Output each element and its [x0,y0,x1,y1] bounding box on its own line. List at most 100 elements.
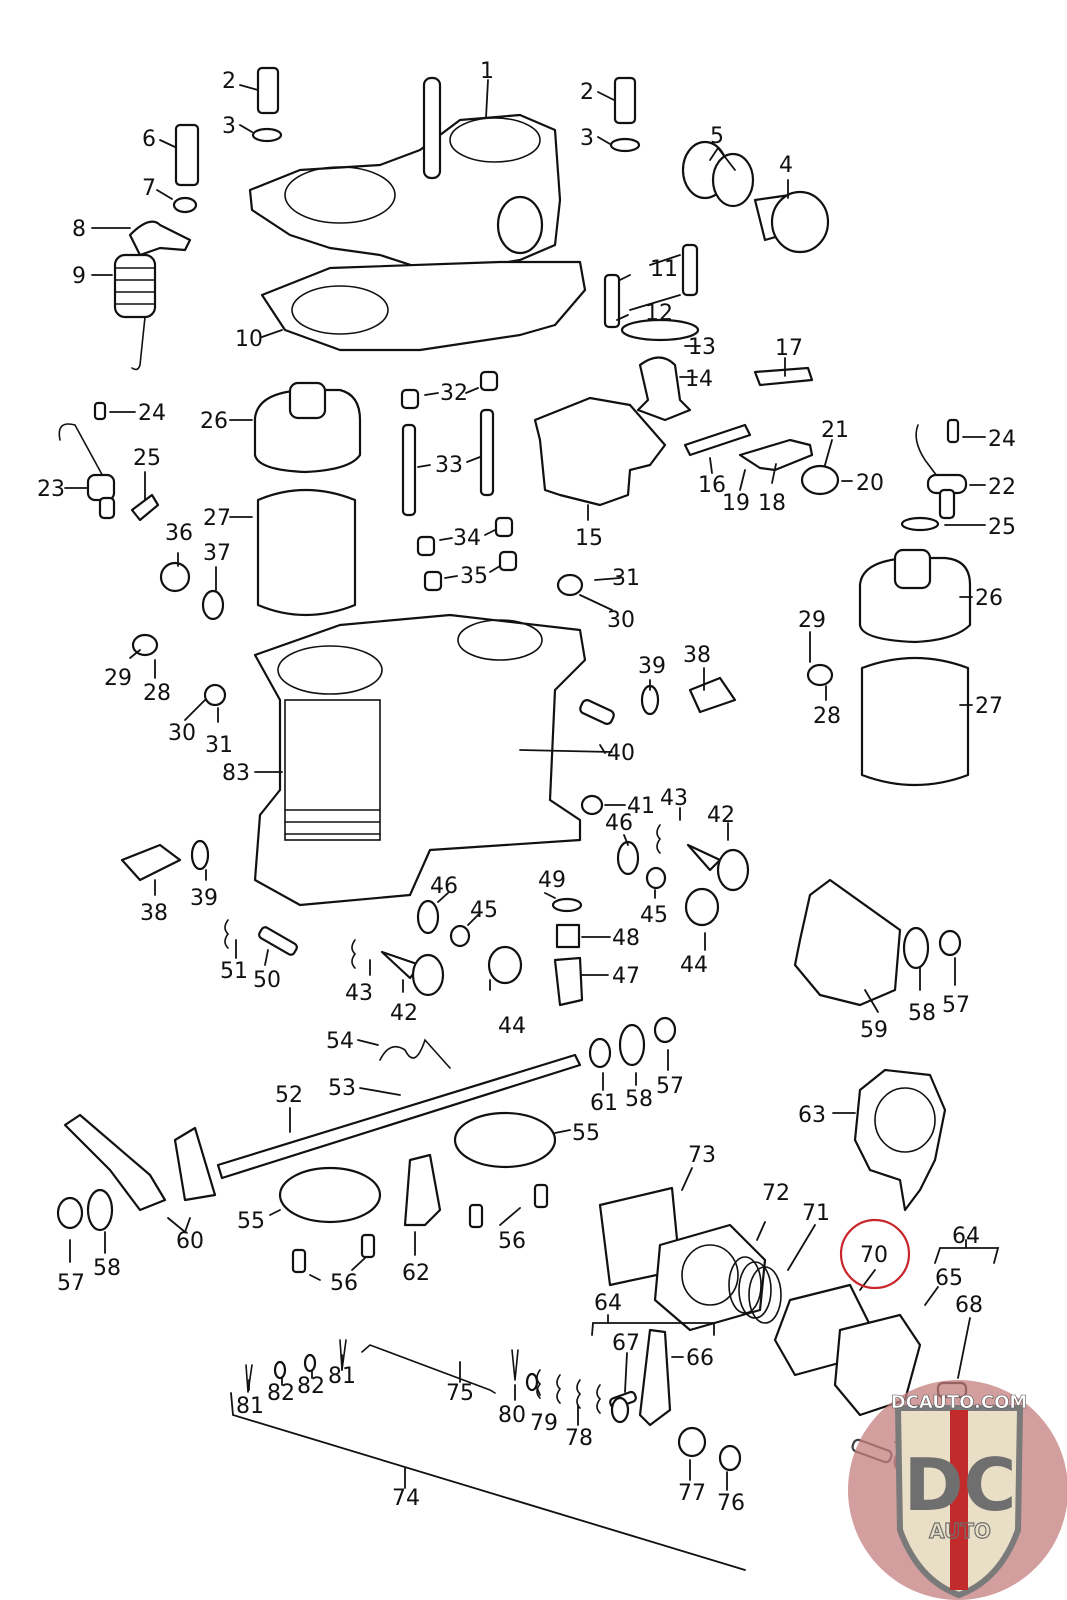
callout-label: 29 [104,666,132,691]
highlight-circle [839,1218,911,1290]
callout-label: 40 [607,741,635,766]
callout-label: 3 [222,114,236,139]
callout-label: 55 [572,1121,600,1146]
callout-label: 82 [267,1381,295,1406]
callout-label: 55 [237,1209,265,1234]
callout-label: 64 [952,1224,980,1249]
part-screw [256,66,280,115]
callout-label: 10 [235,327,263,352]
watermark-subtitle: AUTO [929,1519,991,1543]
callout-label: 9 [72,264,86,289]
callout-label: 57 [942,993,970,1018]
callout-label: 1 [480,59,494,84]
callout-label: 25 [133,446,161,471]
callout-label: 30 [168,721,196,746]
callout-label: 27 [975,694,1003,719]
callout-label: 68 [955,1293,983,1318]
callout-label: 46 [605,811,633,836]
callout-label: 81 [328,1364,356,1389]
callout-label: 37 [203,541,231,566]
callout-label: 53 [328,1076,356,1101]
callout-label: 24 [138,401,166,426]
callout-label: 13 [688,335,716,360]
callout-label: 81 [236,1394,264,1419]
callout-label: 28 [813,704,841,729]
callout-label: 31 [612,566,640,591]
callout-label: 50 [253,968,281,993]
callout-label: 58 [93,1256,121,1281]
callout-label: 28 [143,681,171,706]
callout-label: 12 [645,301,673,326]
callout-label: 39 [638,654,666,679]
callout-label: 6 [142,127,156,152]
callout-label: 47 [612,964,640,989]
callout-label: 7 [142,176,156,201]
callout-label: 64 [594,1291,622,1316]
callout-label: 2 [580,80,594,105]
callout-label: 49 [538,868,566,893]
callout-label: 30 [607,608,635,633]
callout-label: 54 [326,1029,354,1054]
callout-label: 65 [935,1266,963,1291]
callout-label: 83 [222,761,250,786]
callout-label: 60 [176,1229,204,1254]
callout-label: 76 [717,1491,745,1516]
callout-label: 63 [798,1103,826,1128]
part-shaft [216,1053,582,1180]
callout-label: 57 [57,1271,85,1296]
callout-label: 8 [72,217,86,242]
callout-label: 41 [627,794,655,819]
callout-label: 36 [165,521,193,546]
part-spring [113,253,157,371]
callout-label: 43 [345,981,373,1006]
part-gasket [260,260,587,352]
callout-label: 78 [565,1426,593,1451]
part-main-body [253,613,587,907]
callout-label: 19 [722,491,750,516]
callout-label: 44 [498,1014,526,1039]
callout-label: 14 [685,367,713,392]
callout-label: 66 [686,1346,714,1371]
callout-label: 46 [430,874,458,899]
callout-label: 3 [580,126,594,151]
callout-label: 17 [775,336,803,361]
callout-label: 38 [683,643,711,668]
callout-label: 32 [440,381,468,406]
callout-label: 21 [821,418,849,443]
callout-label: 43 [660,786,688,811]
callout-label: 31 [205,733,233,758]
callout-label: 22 [988,475,1016,500]
callout-label: 18 [758,491,786,516]
callout-label: 26 [975,586,1003,611]
callout-label: 71 [802,1201,830,1226]
callout-label: 52 [275,1083,303,1108]
callout-label: 45 [640,903,668,928]
callout-label: 62 [402,1261,430,1286]
callout-label: 80 [498,1403,526,1428]
callout-label: 51 [220,959,248,984]
callout-label: 61 [590,1091,618,1116]
callout-label: 5 [710,124,724,149]
callout-label: 72 [762,1181,790,1206]
callout-label: 20 [856,471,884,496]
part-top-cover [248,76,562,272]
callout-label: 26 [200,409,228,434]
callout-label: 39 [190,886,218,911]
callout-label: 25 [988,515,1016,540]
callout-label: 57 [656,1074,684,1099]
callout-label: 11 [650,257,678,282]
callout-label-highlighted: 70 [860,1243,888,1268]
callout-label: 58 [908,1001,936,1026]
callout-label: 59 [860,1018,888,1043]
callout-label: 29 [798,608,826,633]
callout-label: 35 [460,564,488,589]
callout-label: 82 [297,1374,325,1399]
watermark-monogram: DC [904,1443,1017,1527]
callout-label: 2 [222,69,236,94]
callout-label: 16 [698,473,726,498]
callout-label: 42 [707,803,735,828]
callout-label: 42 [390,1001,418,1026]
callout-label: 45 [470,898,498,923]
